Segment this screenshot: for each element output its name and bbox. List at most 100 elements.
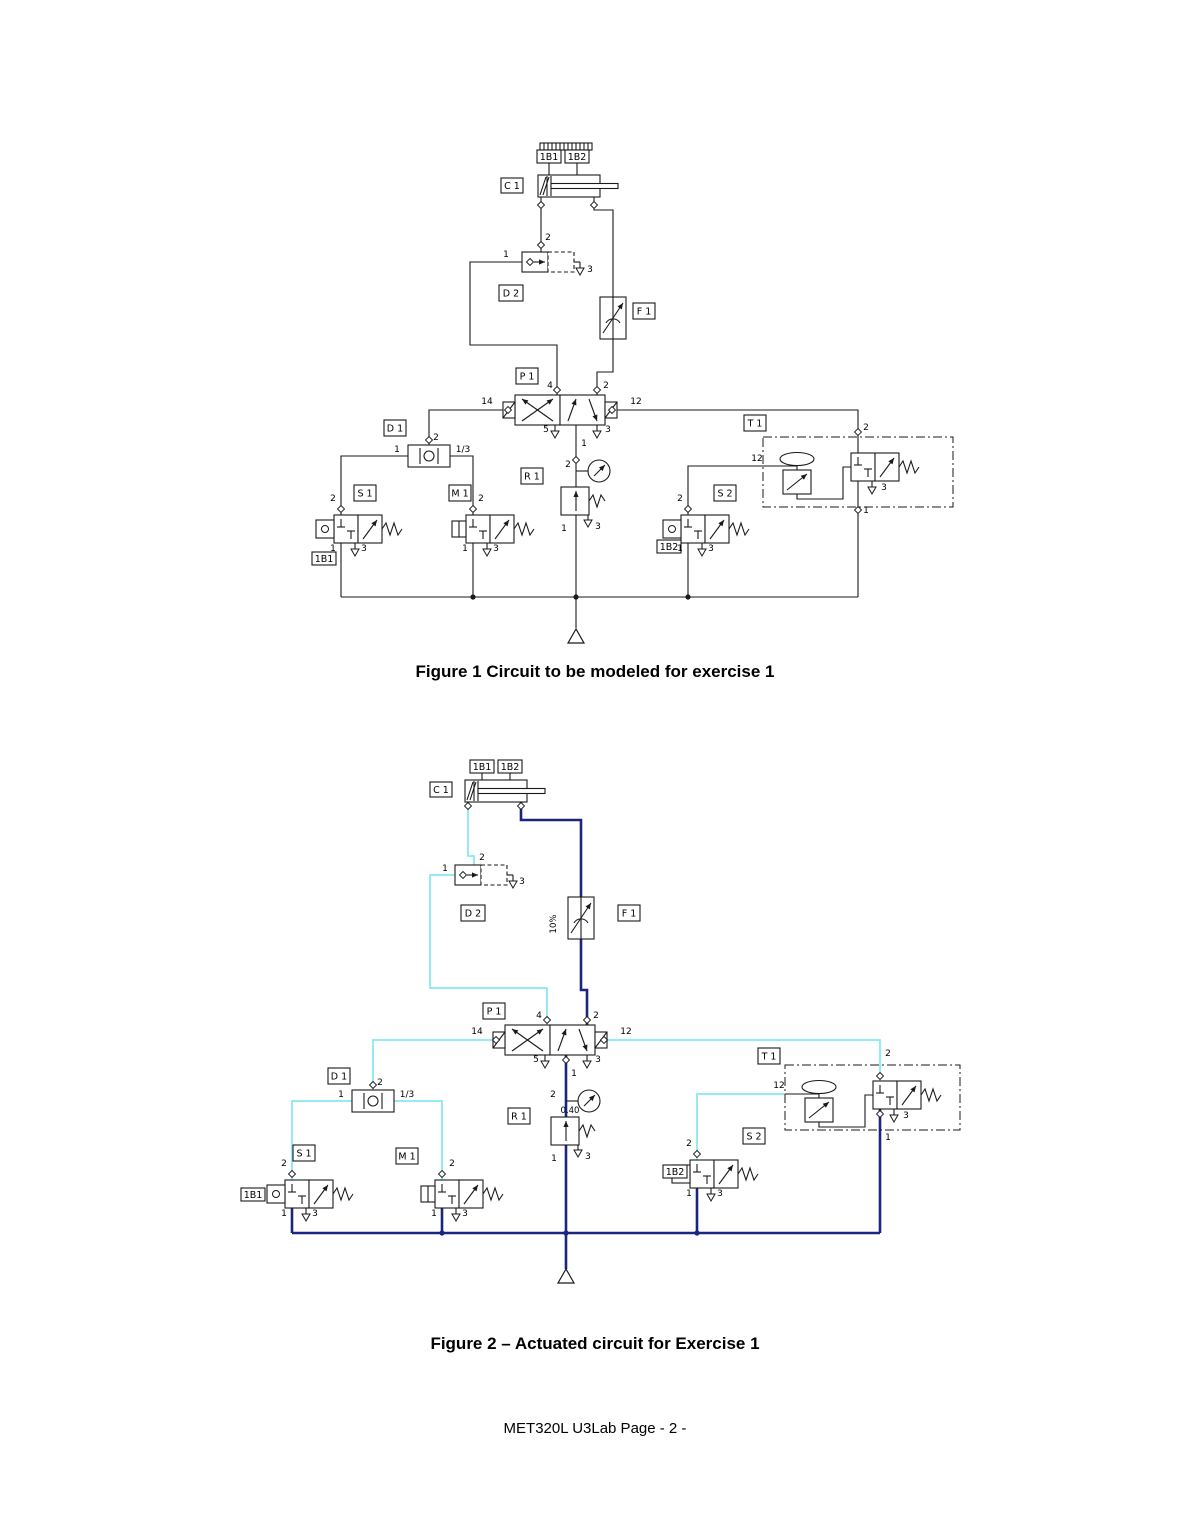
exhaust-triangle	[508, 880, 518, 890]
page-footer: MET320L U3Lab Page - 2 -	[503, 1420, 687, 1437]
sensor-dot	[272, 1190, 280, 1198]
port-label: 3	[605, 425, 611, 435]
component-label-1b1: 1B1	[469, 759, 495, 774]
label-box	[448, 484, 472, 502]
pilot-pipe	[372, 1039, 493, 1090]
return-spring	[332, 1186, 354, 1202]
connector-diamond	[552, 385, 562, 395]
port-label: 2	[377, 1078, 383, 1088]
label-box	[327, 1067, 351, 1085]
port-label: 1	[885, 1133, 891, 1143]
valve-cell	[559, 394, 606, 426]
port-label: 5	[543, 425, 549, 435]
arrowhead	[573, 491, 579, 497]
connector-diamond	[853, 427, 863, 437]
arrowhead	[592, 414, 598, 421]
valve-p1	[492, 1024, 608, 1070]
connector-diamond	[437, 1169, 447, 1179]
pilot-pipe	[394, 1100, 443, 1180]
valve-cell	[680, 514, 706, 544]
component-label-r1: R 1	[507, 1107, 531, 1125]
pilot-pipe	[429, 874, 548, 1025]
timer-frame	[784, 1064, 961, 1131]
exhaust-triangle	[592, 430, 602, 440]
component-label-1b1: 1B1	[536, 149, 562, 164]
return-spring	[898, 459, 920, 475]
hatch-line	[466, 781, 474, 801]
hatch-line	[539, 176, 547, 196]
label-text: 1B1	[244, 1190, 263, 1201]
return-spring	[513, 521, 535, 537]
component-label-c1: C 1	[429, 781, 453, 798]
port-label: 1	[551, 1154, 557, 1164]
pilot-line	[796, 466, 851, 500]
label-text: D 2	[503, 288, 519, 299]
connector-diamond	[571, 455, 581, 465]
exhaust-triangle	[350, 548, 360, 558]
port-label: 3	[595, 522, 601, 532]
junction-dot	[694, 1230, 700, 1236]
port-label: 14	[481, 397, 493, 407]
connector-diamond	[336, 504, 346, 514]
arrowhead	[563, 1121, 569, 1127]
figure1-caption: Figure 1 Circuit to be modeled for exerc…	[415, 662, 775, 681]
port-label: 1	[503, 250, 509, 260]
pilot-line	[785, 1093, 820, 1098]
connector-diamond	[607, 405, 617, 415]
exhaust-triangle	[706, 1193, 716, 1203]
label-box	[469, 759, 495, 774]
component-label-s2: S 2	[713, 484, 737, 502]
arrowhead	[598, 465, 605, 472]
pressure-source	[566, 627, 586, 644]
label-text: S 2	[717, 488, 732, 499]
arrowhead	[727, 1165, 733, 1172]
connector-diamond	[424, 435, 434, 445]
label-text: 1B1	[315, 554, 334, 565]
arrowhead	[512, 1029, 519, 1035]
f1-setting-value: 10%	[549, 915, 559, 934]
label-text: R 1	[511, 1111, 527, 1122]
label-text: M 1	[451, 488, 468, 499]
pressure-source	[556, 1267, 576, 1284]
port-label: 2	[449, 1159, 455, 1169]
pressure-regulator	[550, 1089, 601, 1159]
arrowhead	[371, 520, 377, 527]
label-text: F 1	[622, 908, 637, 919]
connector-diamond	[463, 801, 473, 811]
connector-diamond	[582, 1015, 592, 1025]
port-label: 1	[281, 1209, 287, 1219]
port-label: 2	[593, 1011, 599, 1021]
component-label-c1: C 1	[500, 177, 524, 194]
label-text: F 1	[637, 306, 652, 317]
return-spring	[381, 521, 403, 537]
port-label: 4	[547, 381, 553, 391]
shuttle-ball	[423, 450, 435, 462]
component-label-d1: D 1	[327, 1067, 351, 1085]
arrowhead	[322, 1185, 328, 1192]
label-box	[395, 1147, 419, 1165]
port-label: 2	[885, 1049, 891, 1059]
label-text: C 1	[433, 785, 449, 796]
junction-dot	[439, 1230, 445, 1236]
port-label: 3	[903, 1111, 909, 1121]
exhaust-triangle	[451, 1213, 461, 1223]
label-box	[520, 467, 544, 485]
label-box	[564, 149, 590, 164]
valve-cell	[480, 864, 508, 886]
port-label: 1	[442, 864, 448, 874]
component-label-p1: P 1	[482, 1002, 506, 1020]
connector-diamond	[589, 200, 599, 210]
connector-diamond	[542, 1015, 552, 1025]
label-text: 1B1	[540, 152, 559, 163]
arrowhead	[503, 520, 509, 527]
label-box	[742, 1127, 766, 1145]
label-box	[292, 1144, 316, 1162]
return-spring	[737, 1166, 759, 1182]
component-label-f1: F 1	[632, 302, 656, 320]
component-label-r1: R 1	[520, 467, 544, 485]
port-label: 1/3	[400, 1090, 414, 1100]
component-label-f1: F 1	[617, 904, 641, 922]
label-box	[656, 539, 682, 554]
valve-cell	[549, 1024, 596, 1056]
